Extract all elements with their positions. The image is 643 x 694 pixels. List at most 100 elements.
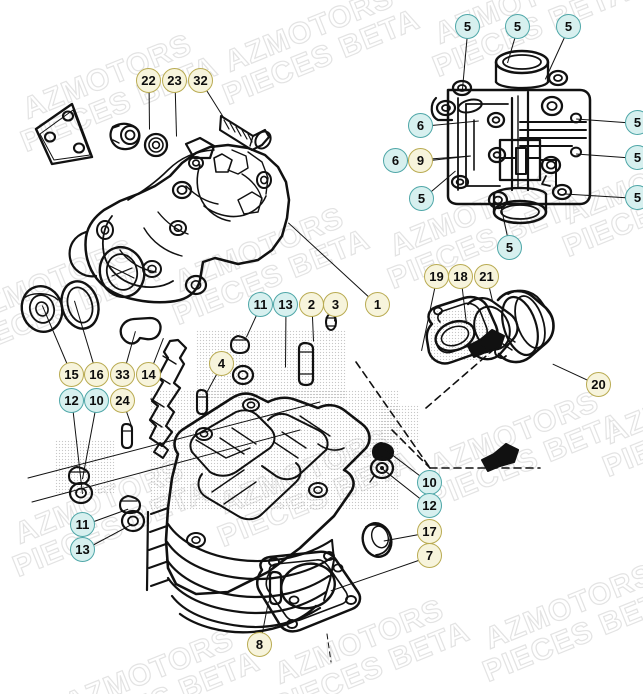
callout-badge-7[interactable]: 7: [417, 543, 442, 568]
nut-10-right: [371, 441, 395, 462]
callout-badge-5[interactable]: 5: [497, 235, 522, 260]
callout-badge-1[interactable]: 1: [365, 292, 390, 317]
callout-badge-label: 8: [255, 637, 264, 652]
seal-ring-15: [20, 285, 64, 333]
cylinder-head-body: [145, 392, 371, 634]
callout-badge-5[interactable]: 5: [409, 186, 434, 211]
callout-badge-label: 12: [422, 498, 437, 513]
callout-badge-32[interactable]: 32: [188, 68, 213, 93]
callout-badge-12[interactable]: 12: [417, 493, 442, 518]
seal-ring-16: [60, 280, 100, 330]
plug-cap-17: [361, 522, 393, 558]
callout-badge-label: 17: [422, 524, 437, 539]
callout-badge-label: 5: [633, 150, 642, 165]
callout-badge-24[interactable]: 24: [110, 388, 135, 413]
valve-cap-2: [297, 341, 315, 387]
callout-badge-label: 5: [633, 190, 642, 205]
callout-badge-label: 32: [193, 73, 208, 88]
callout-badge-2[interactable]: 2: [299, 292, 324, 317]
callout-badge-label: 21: [479, 269, 494, 284]
bearing-23: [143, 132, 169, 158]
callout-badge-6[interactable]: 6: [408, 113, 433, 138]
callout-badge-label: 23: [167, 73, 182, 88]
callout-badge-label: 3: [331, 297, 340, 312]
callout-badge-label: 15: [64, 367, 79, 382]
throttle-body-assembly: [430, 49, 592, 225]
callout-badge-label: 5: [633, 115, 642, 130]
fitting-20-lower: [481, 442, 520, 472]
callout-badge-label: 5: [417, 191, 426, 206]
callout-badge-20[interactable]: 20: [586, 372, 611, 397]
callout-badge-label: 11: [75, 517, 90, 532]
callout-badge-label: 5: [505, 240, 514, 255]
washer-13-top: [231, 364, 255, 386]
cylinder-head-cover: [68, 136, 291, 304]
callout-badge-17[interactable]: 17: [417, 519, 442, 544]
callout-badge-21[interactable]: 21: [474, 264, 499, 289]
valve-guide-24: [120, 422, 134, 450]
callout-badge-label: 6: [416, 118, 425, 133]
callout-badge-label: 6: [391, 153, 400, 168]
callout-badge-23[interactable]: 23: [162, 68, 187, 93]
callout-badge-label: 22: [141, 73, 156, 88]
bracket-plate: [34, 102, 94, 166]
callout-badge-label: 13: [75, 542, 90, 557]
callout-badge-13[interactable]: 13: [70, 537, 95, 562]
callout-badge-33[interactable]: 33: [110, 362, 135, 387]
callout-badge-label: 20: [591, 377, 606, 392]
callout-badge-5[interactable]: 5: [625, 110, 643, 135]
callout-badge-3[interactable]: 3: [323, 292, 348, 317]
callout-badge-label: 7: [425, 548, 434, 563]
callout-badge-label: 18: [453, 269, 468, 284]
callout-badge-8[interactable]: 8: [247, 632, 272, 657]
washer-13-lower: [120, 509, 146, 533]
callout-badge-16[interactable]: 16: [84, 362, 109, 387]
callout-badge-label: 4: [217, 356, 226, 371]
valve-guide-4: [195, 388, 209, 416]
callout-badge-13[interactable]: 13: [273, 292, 298, 317]
callout-badge-label: 9: [416, 153, 425, 168]
callout-badge-label: 10: [422, 475, 437, 490]
washer-12-right: [369, 456, 395, 483]
callout-badge-19[interactable]: 19: [424, 264, 449, 289]
callout-badge-label: 14: [141, 367, 156, 382]
callout-badge-11[interactable]: 11: [70, 512, 95, 537]
spark-plug: [148, 338, 188, 459]
callout-badge-18[interactable]: 18: [448, 264, 473, 289]
callout-badge-label: 10: [89, 393, 104, 408]
cylinder-base-gasket: [256, 550, 362, 633]
callout-badge-12[interactable]: 12: [59, 388, 84, 413]
callout-badge-10[interactable]: 10: [84, 388, 109, 413]
callout-badge-14[interactable]: 14: [136, 362, 161, 387]
callout-badge-5[interactable]: 5: [625, 145, 643, 170]
callout-badge-label: 2: [307, 297, 316, 312]
callout-badge-5[interactable]: 5: [556, 14, 581, 39]
callout-badge-label: 1: [373, 297, 382, 312]
intake-rubber-boot: [494, 289, 555, 364]
callout-badge-5[interactable]: 5: [505, 14, 530, 39]
callout-badge-label: 11: [253, 297, 268, 312]
callout-badge-10[interactable]: 10: [417, 470, 442, 495]
callout-badge-label: 19: [429, 269, 444, 284]
callout-badge-label: 12: [64, 393, 79, 408]
oil-seal-22: [109, 122, 141, 151]
hex-flange-bolt: [218, 114, 272, 152]
callout-badge-label: 13: [278, 297, 293, 312]
callout-badge-label: 24: [115, 393, 130, 408]
callout-badge-11[interactable]: 11: [248, 292, 273, 317]
callout-badge-label: 5: [513, 19, 522, 34]
callout-badge-label: 33: [115, 367, 130, 382]
nut-11-top: [229, 334, 251, 355]
nut-11-lower: [118, 494, 142, 515]
callout-badge-22[interactable]: 22: [136, 68, 161, 93]
callout-badge-15[interactable]: 15: [59, 362, 84, 387]
callout-badge-5[interactable]: 5: [625, 185, 643, 210]
callout-badge-4[interactable]: 4: [209, 351, 234, 376]
callout-badge-5[interactable]: 5: [455, 14, 480, 39]
callout-badge-9[interactable]: 9: [408, 148, 433, 173]
valve-cover-gasket-33: [119, 316, 162, 345]
callout-badge-label: 16: [89, 367, 104, 382]
callout-badge-6[interactable]: 6: [383, 148, 408, 173]
